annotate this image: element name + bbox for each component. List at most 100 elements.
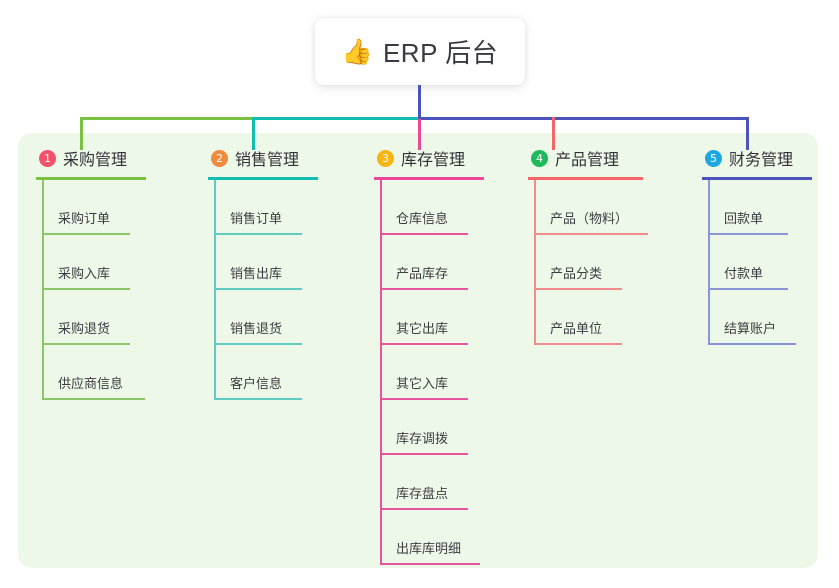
branch-item-label: 仓库信息 (396, 211, 449, 226)
branch-item-label: 回款单 (724, 211, 764, 226)
branch-item-underline (708, 233, 788, 235)
branch-column-3: 3 库存管理仓库信息产品库存其它出库其它入库库存调拨库存盘点出库库明细 (374, 145, 484, 565)
root-stem (418, 85, 421, 119)
branch-underline (374, 177, 484, 180)
branch-title: 产品管理 (555, 152, 620, 169)
branch-items: 回款单付款单结算账户 (702, 180, 812, 345)
branch-title: 采购管理 (63, 152, 128, 169)
branch-item[interactable]: 客户信息 (208, 345, 318, 400)
branch-header-3[interactable]: 3 库存管理 (374, 145, 484, 171)
branch-item-underline (42, 343, 130, 345)
branch-title: 销售管理 (235, 152, 300, 169)
root-node[interactable]: 👍 ERP 后台 (315, 18, 525, 85)
branch-item-label: 库存调拨 (396, 431, 449, 446)
branch-item-underline (214, 288, 302, 290)
branch-items: 采购订单采购入库采购退货供应商信息 (36, 180, 146, 400)
branch-item-underline (380, 233, 468, 235)
branch-item[interactable]: 销售订单 (208, 180, 318, 235)
branch-item-label: 结算账户 (724, 321, 777, 336)
bus-segment-3 (418, 117, 749, 120)
branch-item[interactable]: 销售出库 (208, 235, 318, 290)
branch-item-underline (534, 288, 622, 290)
branch-header-4[interactable]: 4 产品管理 (528, 145, 643, 171)
branch-underline (208, 177, 318, 180)
branch-column-2: 2 销售管理销售订单销售出库销售退货客户信息 (208, 145, 318, 400)
branch-item-underline (42, 398, 145, 400)
branch-item[interactable]: 产品分类 (528, 235, 643, 290)
branch-item-label: 产品库存 (396, 266, 449, 281)
branch-column-1: 1 采购管理采购订单采购入库采购退货供应商信息 (36, 145, 146, 400)
branch-item[interactable]: 库存调拨 (374, 400, 484, 455)
branch-item-label: 产品单位 (550, 321, 603, 336)
branch-item-label: 采购订单 (58, 211, 111, 226)
branch-title: 库存管理 (401, 152, 466, 169)
branch-spine (214, 180, 216, 400)
branch-item-underline (380, 288, 468, 290)
branch-item-underline (214, 343, 302, 345)
branch-items: 产品（物料） 产品分类产品单位 (528, 180, 648, 345)
branch-item-label: 销售出库 (230, 266, 283, 281)
branch-item-underline (380, 453, 468, 455)
branch-underline (528, 177, 643, 180)
branch-number-badge: 2 (211, 149, 228, 167)
branch-item-underline (214, 398, 302, 400)
branch-item[interactable]: 付款单 (702, 235, 812, 290)
branch-item[interactable]: 供应商信息 (36, 345, 146, 400)
branch-item[interactable]: 其它入库 (374, 345, 484, 400)
branch-item-underline (380, 563, 480, 565)
branch-item-label: 采购退货 (58, 321, 111, 336)
branch-item-underline (380, 398, 468, 400)
branch-item-label: 出库库明细 (396, 541, 462, 556)
branch-item[interactable]: 采购入库 (36, 235, 146, 290)
branch-item-underline (708, 343, 796, 345)
branch-items: 仓库信息产品库存其它出库其它入库库存调拨库存盘点出库库明细 (374, 180, 484, 565)
branch-item[interactable]: 回款单 (702, 180, 812, 235)
branch-number-badge: 1 (39, 149, 56, 167)
branch-item[interactable]: 销售退货 (208, 290, 318, 345)
bus-drop-4 (552, 117, 555, 150)
branch-item[interactable]: 采购订单 (36, 180, 146, 235)
branch-number-badge: 4 (531, 149, 548, 167)
branch-item-underline (380, 343, 468, 345)
branch-item-label: 产品（物料） (550, 211, 629, 226)
branch-item-label: 销售退货 (230, 321, 283, 336)
branch-header-1[interactable]: 1 采购管理 (36, 145, 146, 171)
branch-item[interactable]: 其它出库 (374, 290, 484, 345)
branch-item[interactable]: 仓库信息 (374, 180, 484, 235)
branches-panel (18, 133, 818, 568)
branch-item[interactable]: 库存盘点 (374, 455, 484, 510)
branch-item-label: 库存盘点 (396, 486, 449, 501)
branch-item-label: 其它出库 (396, 321, 449, 336)
branch-item[interactable]: 采购退货 (36, 290, 146, 345)
bus-drop-5 (746, 117, 749, 150)
branch-item-underline (42, 233, 130, 235)
branch-item-underline (214, 233, 302, 235)
branch-number-badge: 5 (705, 149, 722, 167)
branch-item-label: 产品分类 (550, 266, 603, 281)
branch-item-underline (42, 288, 130, 290)
branch-item[interactable]: 结算账户 (702, 290, 812, 345)
branch-item-label: 其它入库 (396, 376, 449, 391)
branch-header-2[interactable]: 2 销售管理 (208, 145, 318, 171)
branch-number-badge: 3 (377, 149, 394, 167)
branch-spine (534, 180, 536, 345)
branch-item-label: 客户信息 (230, 376, 283, 391)
branch-item-underline (534, 233, 648, 235)
page-title: ERP 后台 (382, 38, 499, 68)
branch-column-4: 4 产品管理产品（物料） 产品分类产品单位 (528, 145, 648, 345)
branch-item[interactable]: 产品（物料） (528, 180, 648, 235)
branch-column-5: 5 财务管理回款单付款单结算账户 (702, 145, 812, 345)
branch-item-label: 销售订单 (230, 211, 283, 226)
thumbs-up-icon: 👍 (341, 37, 373, 66)
branch-item[interactable]: 产品单位 (528, 290, 643, 345)
branch-items: 销售订单销售出库销售退货客户信息 (208, 180, 318, 400)
branch-header-5[interactable]: 5 财务管理 (702, 145, 812, 171)
branch-item-underline (708, 288, 788, 290)
branch-title: 财务管理 (729, 152, 794, 169)
branch-item-label: 采购入库 (58, 266, 111, 281)
branch-item[interactable]: 产品库存 (374, 235, 484, 290)
branch-spine (380, 180, 382, 565)
branch-item[interactable]: 出库库明细 (374, 510, 484, 565)
branch-underline (702, 177, 812, 180)
